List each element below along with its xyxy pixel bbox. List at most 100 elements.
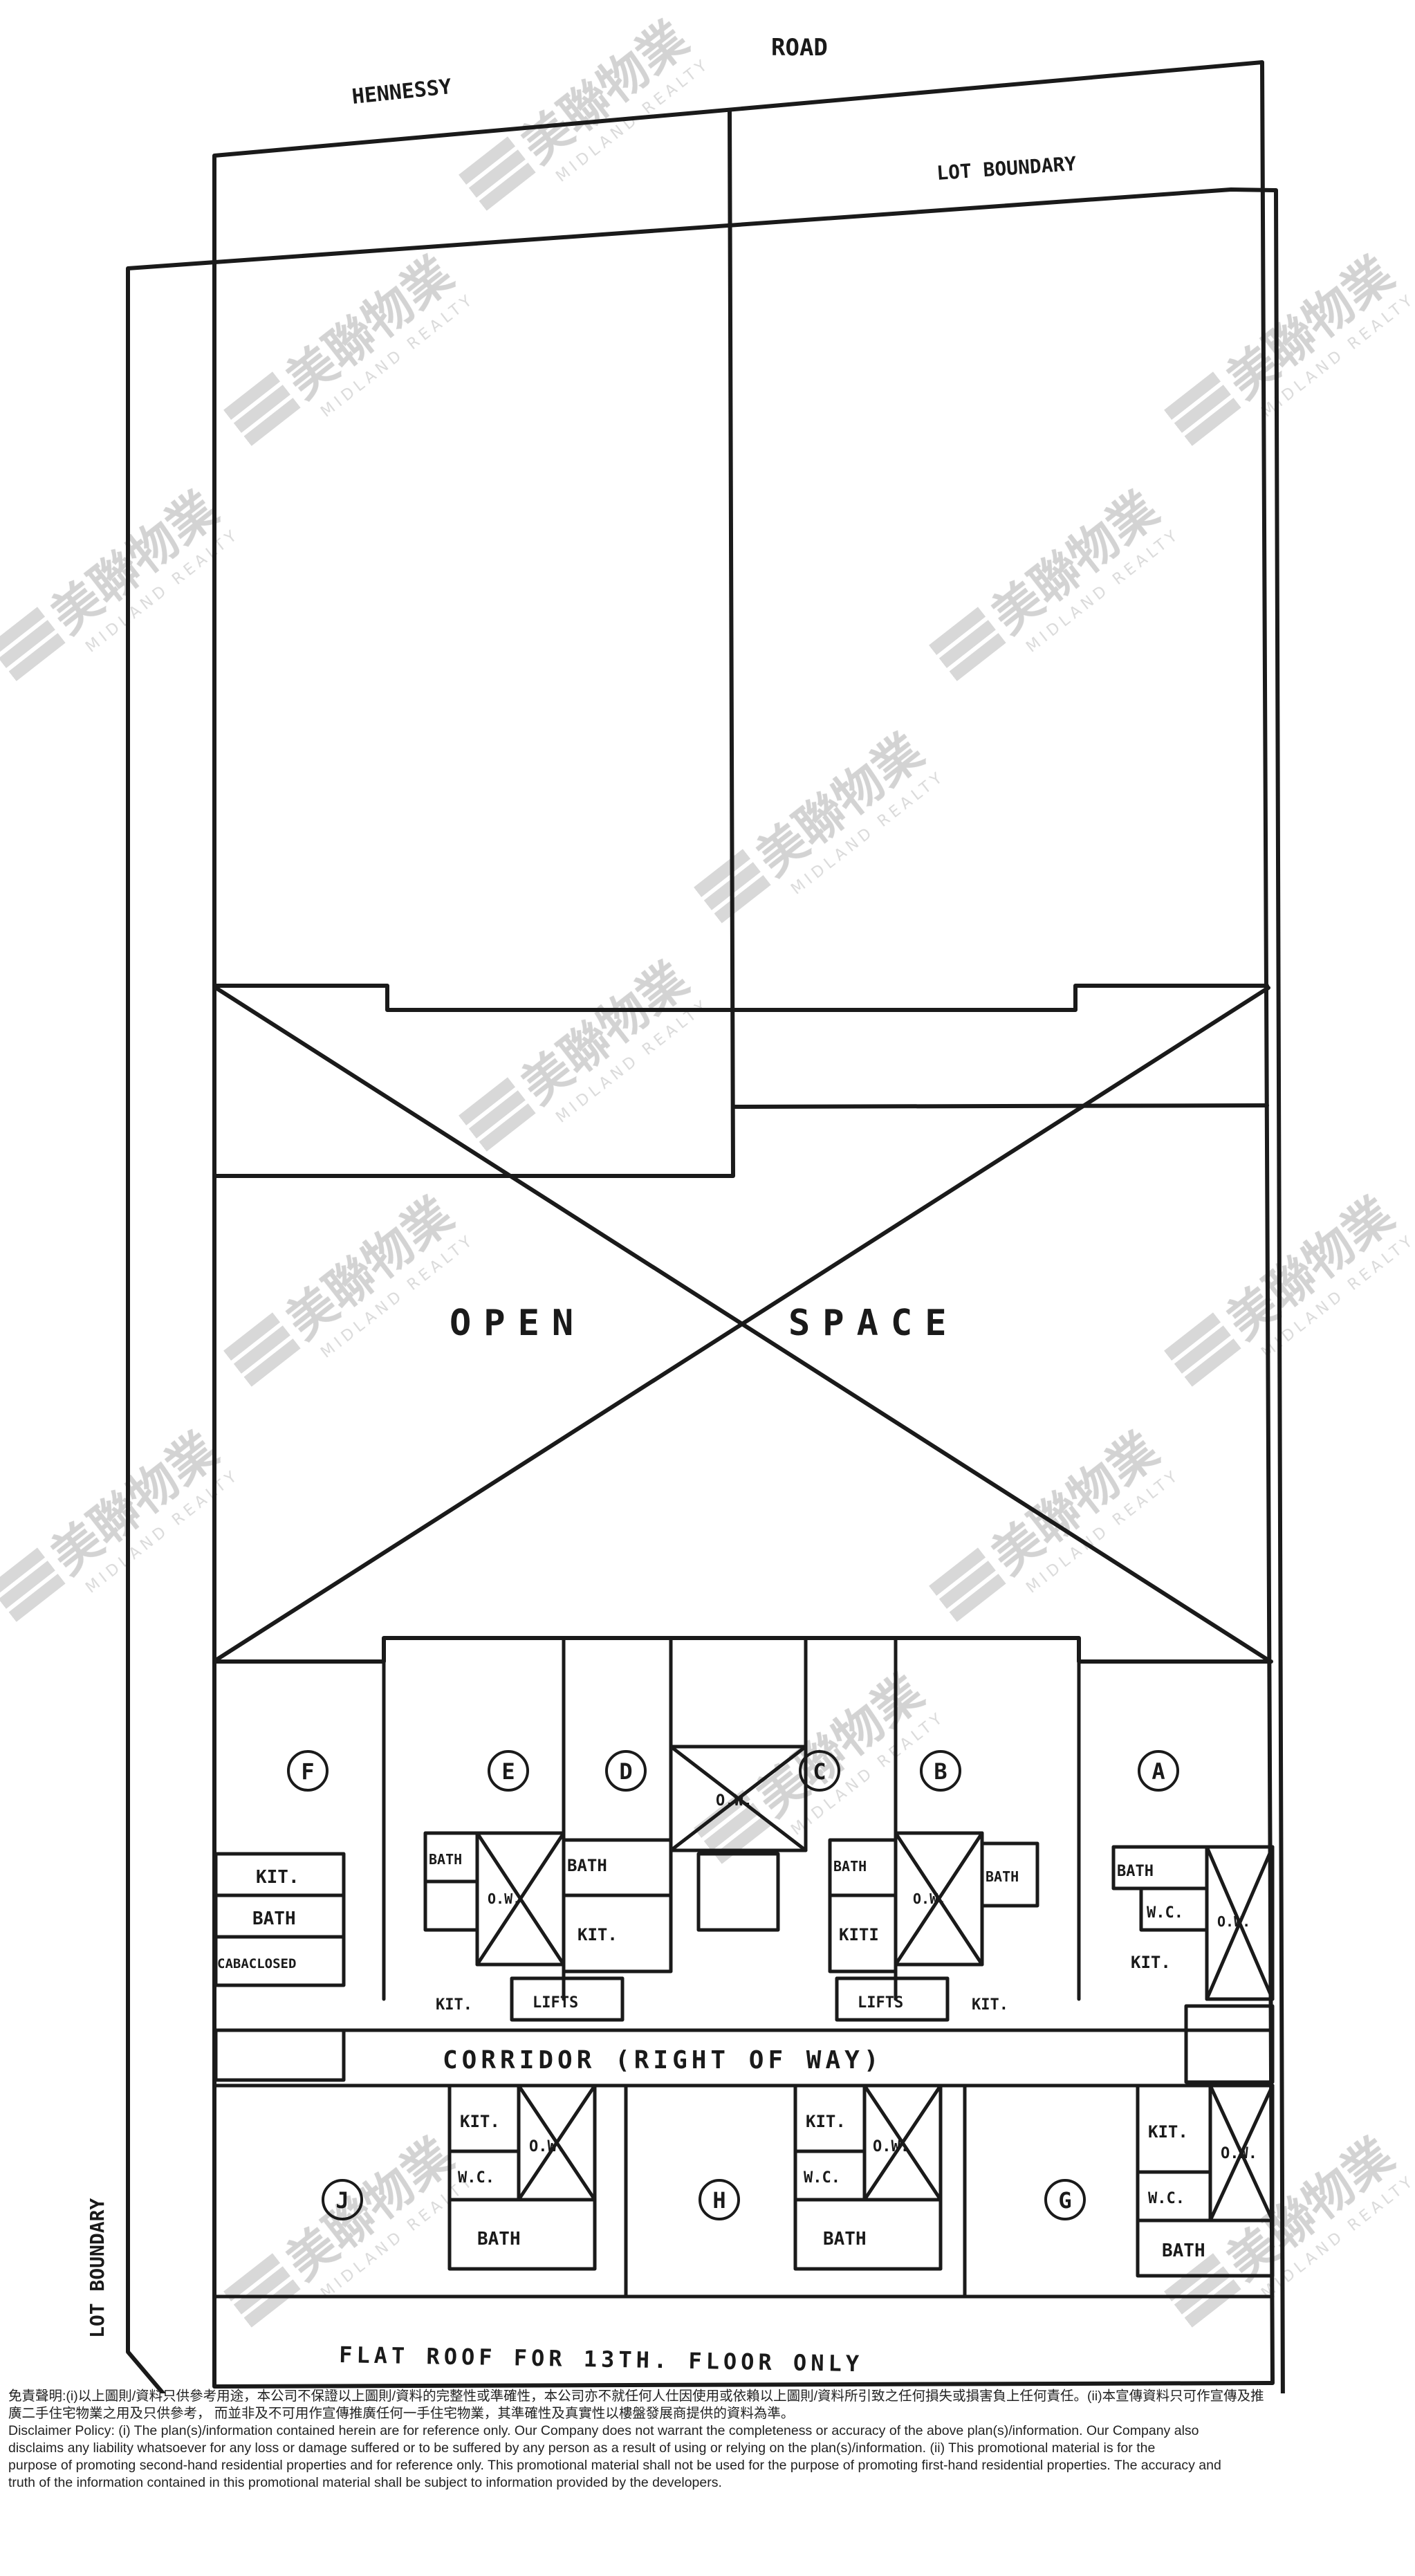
bath-room <box>793 2198 943 2271</box>
corridor-label: CORRIDOR (RIGHT OF WAY) <box>443 2046 883 2074</box>
disclaimer-cn: 廣二手住宅物業之用及只供參考， 而並非及不可用作宣傳推廣任何一手住宅物業，其準確… <box>8 2406 795 2421</box>
svg-text:J: J <box>335 2187 349 2214</box>
watermark: 美聯物業 MIDLAND REALTY <box>929 1422 1184 1622</box>
room-label: BATH <box>823 2229 867 2250</box>
unit-marker-a: A <box>1138 1750 1179 1792</box>
ow-cross <box>1205 1845 1275 2001</box>
ow-shaft <box>1205 1845 1275 2001</box>
room-label: KIT. <box>1131 1953 1171 1972</box>
room-label: BATH <box>1117 1863 1154 1880</box>
room-label: KIT. <box>256 1867 299 1888</box>
watermark: 美聯物業 MIDLAND REALTY <box>1164 2127 1415 2328</box>
room-label: BATH <box>567 1856 607 1875</box>
bath-room <box>1136 2218 1275 2278</box>
flat-roof-label: FLAT ROOF FOR 13TH. FLOOR ONLY <box>339 2342 864 2377</box>
unit-marker-b: B <box>920 1750 961 1792</box>
ow-cross <box>475 1831 566 1967</box>
road-label: ROAD <box>771 34 828 62</box>
watermark: 美聯物業 MIDLAND REALTY <box>223 1186 479 1387</box>
room-label: CABACLOSED <box>217 1956 296 1971</box>
ow-shaft <box>1208 2083 1275 2223</box>
room-label: W.C. <box>1147 1904 1183 1922</box>
room-label: O.W. <box>1221 2145 1257 2162</box>
svg-text:G: G <box>1058 2187 1071 2214</box>
ow-cross <box>894 1831 984 1967</box>
plan-labels: HENNESSY ROAD LOT BOUNDARY LOT BOUNDARY … <box>86 34 1257 2377</box>
stair <box>1184 2004 1275 2084</box>
bath-room <box>447 2198 597 2271</box>
disclaimer-cn: 免責聲明:(i)以上圖則/資料只供參考用途，本公司不保證以上圖則/資料的完整性或… <box>8 2389 1264 2404</box>
ow-shaft <box>517 2083 597 2202</box>
building-outline <box>212 60 1275 2389</box>
room-label: W.C. <box>458 2169 494 2187</box>
room-label: LIFTS <box>858 1994 903 2012</box>
stair <box>214 2028 346 2082</box>
watermark: 美聯物業 MIDLAND REALTY <box>929 481 1184 681</box>
open-space-label: SPACE <box>788 1303 959 1344</box>
building <box>212 60 1275 2389</box>
watermark: 美聯物業 MIDLAND REALTY <box>223 2127 479 2328</box>
ow-cross <box>862 2083 943 2202</box>
svg-text:B: B <box>934 1758 947 1785</box>
open-space-cross-line <box>214 986 1270 1662</box>
watermark: 美聯物業 MIDLAND REALTY <box>1164 1186 1415 1387</box>
disclaimer-en: truth of the information contained in th… <box>8 2475 722 2490</box>
room-label: KIT. <box>972 1996 1008 2014</box>
unit-marker-d: D <box>605 1750 647 1792</box>
stair <box>696 1852 780 1932</box>
room-label: O.W. <box>716 1792 752 1810</box>
ow-shaft <box>669 1745 808 1852</box>
room-label: W.C. <box>1148 2190 1185 2207</box>
unit-marker-f: F <box>287 1750 329 1792</box>
room-label: KITI <box>839 1925 879 1944</box>
room-label: BATH <box>429 1851 462 1868</box>
unit-marker-c: C <box>799 1750 840 1792</box>
watermark: 美聯物業 MIDLAND REALTY <box>223 246 479 446</box>
room-label: KIT. <box>1148 2122 1188 2142</box>
lot-boundary-outline <box>126 187 1285 2393</box>
open-space-label: OPEN <box>450 1303 586 1344</box>
watermark: 美聯物業 MIDLAND REALTY <box>1164 246 1415 446</box>
cabinet-room <box>214 1935 346 1987</box>
svg-text:A: A <box>1152 1758 1165 1785</box>
room-label: O.W. <box>873 2138 909 2155</box>
lift-box <box>835 1976 950 2022</box>
open-space-bottom-edge <box>212 1636 1273 1664</box>
disclaimer-en: Disclaimer Policy: (i) The plan(s)/infor… <box>8 2423 1199 2438</box>
unit-marker-j: J <box>322 2179 363 2220</box>
corridor <box>212 2028 1275 2088</box>
room-label: BATH <box>833 1858 867 1875</box>
road-label: HENNESSY <box>351 75 452 109</box>
svg-text:H: H <box>712 2187 725 2214</box>
wc-room <box>423 1879 479 1932</box>
ow-cross <box>1208 2083 1275 2223</box>
room-label: BATH <box>1162 2241 1205 2261</box>
unit-marker-g: G <box>1044 2179 1086 2220</box>
room-label: W.C. <box>804 2169 840 2187</box>
svg-text:C: C <box>813 1758 826 1785</box>
room-label: KIT. <box>436 1996 472 2014</box>
room-label: BATH <box>477 2229 521 2250</box>
room-label: O.W. <box>488 1890 521 1907</box>
room-label: KIT. <box>806 2112 846 2131</box>
disclaimer: 免責聲明:(i)以上圖則/資料只供參考用途，本公司不保證以上圖則/資料的完整性或… <box>8 2388 1405 2492</box>
unit-marker-h: H <box>699 2179 740 2220</box>
svg-text:E: E <box>501 1758 515 1785</box>
ow-cross <box>669 1745 808 1852</box>
watermark: 美聯物業 MIDLAND REALTY <box>459 951 714 1152</box>
open-space-top-edge <box>212 984 1269 1012</box>
lot-boundary-label: LOT BOUNDARY <box>936 152 1077 185</box>
lower-units <box>212 2083 1275 2299</box>
room-label: BATH <box>986 1868 1019 1885</box>
tower-block-left <box>212 109 735 1178</box>
unit-marker-e: E <box>488 1750 529 1792</box>
room-label: O.W. <box>1217 1913 1250 1930</box>
floor-plan: 美聯物業 MIDLAND REALTY 美聯物業 MIDLAND REALTY … <box>0 10 1415 2393</box>
room-label: LIFTS <box>533 1994 578 2012</box>
watermark: 美聯物業 MIDLAND REALTY <box>0 481 243 681</box>
room-label: BATH <box>252 1908 296 1929</box>
room-label: KIT. <box>577 1925 618 1944</box>
room-label: KIT. <box>460 2112 500 2131</box>
upper-units <box>214 1637 1275 2084</box>
lift-box <box>510 1976 625 2022</box>
